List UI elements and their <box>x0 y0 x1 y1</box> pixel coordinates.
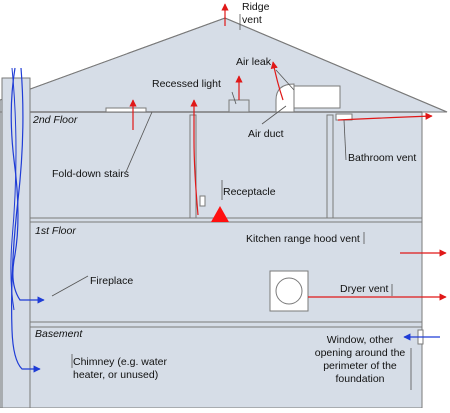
label-basement: Basement <box>35 328 83 340</box>
roof <box>0 17 448 113</box>
chimney-flow-mid <box>10 67 17 311</box>
receptacle-shape <box>199 195 206 207</box>
leader-fold-down-stairs <box>125 111 153 173</box>
air-duct-pipe <box>293 85 341 109</box>
chimney-flow-fireplace <box>10 67 45 304</box>
stack-effect-arrow-head <box>211 206 229 222</box>
dryer-door <box>275 277 303 305</box>
interior-wall-right <box>326 114 334 219</box>
leader-air-duct <box>261 105 287 125</box>
label-first-floor: 1st Floor <box>35 225 76 237</box>
label-air-duct: Air duct <box>248 128 284 140</box>
receptacle-arrow <box>190 99 199 216</box>
label-window-line-3: perimeter of the <box>323 360 397 372</box>
roof-ridge-right <box>224 17 448 113</box>
label-air-leak: Air leak <box>236 56 272 68</box>
label-fold-down-stairs: Fold-down stairs <box>52 168 130 180</box>
label-fireplace: Fireplace <box>90 275 134 287</box>
label-dryer-vent: Dryer vent <box>340 283 389 295</box>
label-bathroom-vent: Bathroom vent <box>348 152 417 164</box>
leader-bathroom-vent <box>343 119 347 161</box>
label-recessed-light: Recessed light <box>152 78 221 90</box>
label-chimney-line-1: Chimney (e.g. water <box>73 356 167 368</box>
house-body <box>0 111 423 409</box>
bathroom-vent-arrow <box>337 112 433 121</box>
chimney-flow-basement <box>11 67 41 373</box>
recessed-light-shape <box>228 99 250 113</box>
fold-down-stairs-shape <box>105 107 147 113</box>
label-chimney: Chimney (e.g. water heater, or unused) <box>73 356 167 382</box>
label-ridge-vent-line-1: Ridge <box>242 1 270 13</box>
label-window-line-4: foundation <box>335 373 385 385</box>
label-second-floor: 2nd Floor <box>33 114 78 126</box>
label-kitchen-range-hood-vent: Kitchen range hood vent <box>246 233 360 245</box>
label-ridge-vent-line-2: vent <box>242 14 262 26</box>
label-window-line-1: Window, other <box>326 334 394 346</box>
air-leak-arrow <box>270 61 284 101</box>
roof-ridge-left <box>0 17 226 101</box>
label-window-opening: Window, other opening around the perimet… <box>308 334 412 386</box>
label-chimney-line-2: heater, or unused) <box>73 369 159 381</box>
label-receptacle: Receptacle <box>223 186 276 198</box>
leader-fireplace <box>51 275 89 297</box>
leader-air-leak <box>275 69 295 91</box>
label-ridge-vent: Ridge vent <box>242 1 269 27</box>
leader-recessed-light <box>231 91 237 105</box>
interior-wall-left <box>189 114 197 219</box>
label-window-line-2: opening around the <box>314 347 406 359</box>
